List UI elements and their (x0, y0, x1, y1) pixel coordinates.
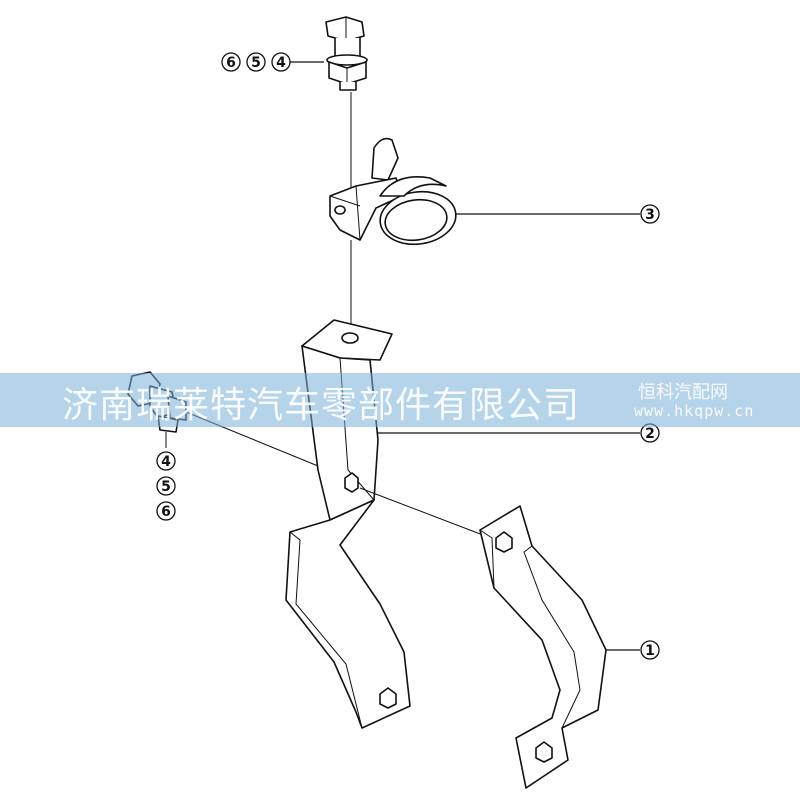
callout-label: 6 (161, 504, 171, 520)
callout-top-group: 6 5 4 (221, 52, 324, 72)
watermark-company-name: 济南瑞莱特汽车零部件有限公司 (62, 385, 581, 426)
callout-circle (221, 52, 241, 72)
callout-label: 5 (161, 479, 171, 495)
callout-label: 1 (645, 643, 655, 659)
strap (479, 505, 607, 789)
callout-circle (246, 52, 266, 72)
callout-label: 3 (645, 207, 655, 223)
watermark-url: www.hkqpw.cn (634, 402, 755, 420)
callout-label: 5 (251, 55, 261, 71)
callout-label: 6 (226, 55, 236, 71)
callout-label: 2 (645, 426, 655, 442)
assembly-axis (359, 487, 497, 541)
callout-circle (156, 476, 176, 496)
callout-clamp: 3 (456, 204, 660, 224)
pipe-clamp (329, 137, 457, 330)
watermark-band (0, 373, 800, 427)
callout-circle (156, 501, 176, 521)
callout-circle (640, 204, 660, 224)
bracket-strap-left (285, 499, 411, 729)
callout-label: 4 (276, 55, 286, 71)
callout-left-group: 4 5 6 (156, 451, 176, 521)
top-bolt-assembly (325, 16, 368, 198)
callout-bracket: 2 (378, 423, 660, 443)
callout-circle (640, 640, 660, 660)
callout-strap: 1 (606, 640, 660, 660)
watermark-brand: 恒科汽配网 (638, 382, 728, 403)
callout-circle (156, 451, 176, 471)
callout-label: 4 (161, 454, 171, 470)
